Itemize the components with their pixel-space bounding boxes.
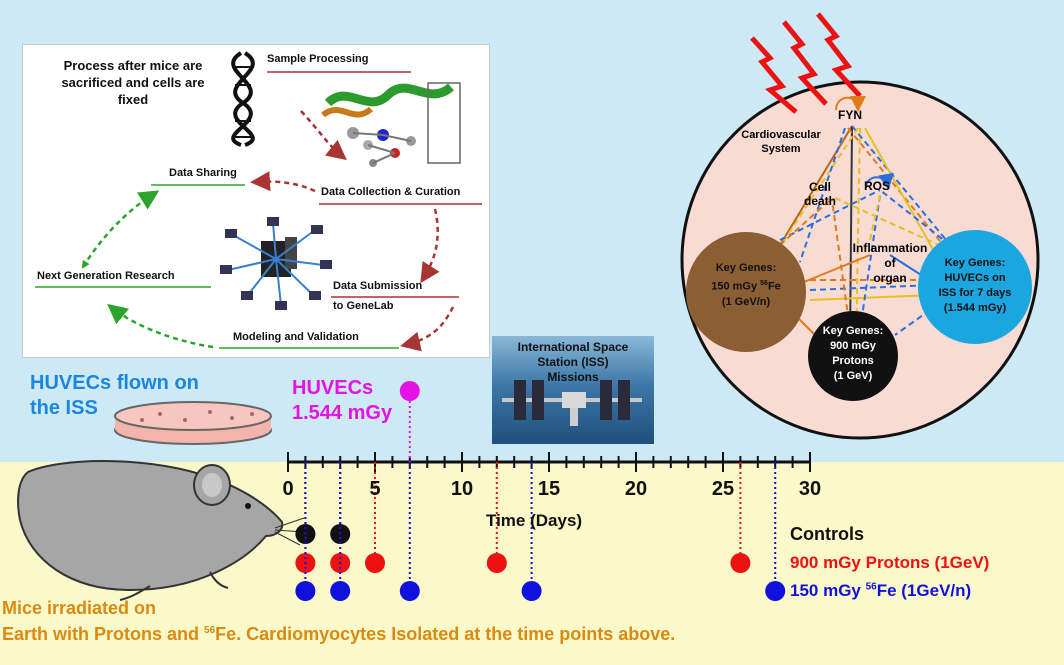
fe-point xyxy=(330,581,351,601)
timeline-tick-label: 5 xyxy=(369,478,381,500)
node-huvec-l1: Key Genes: xyxy=(944,257,1006,269)
huvec-point xyxy=(399,381,420,401)
iss-l1: International Space xyxy=(517,340,629,354)
step-data-submission-2: to GeneLab xyxy=(333,300,394,312)
timeline-xlabel: Time (Days) xyxy=(486,511,583,530)
huvec-iss-l2: the ISS xyxy=(30,397,98,419)
timeline-tick-label: 0 xyxy=(282,478,294,500)
huvec-iss-label: HUVECs flown on the ISS xyxy=(30,371,199,421)
proton-point xyxy=(486,553,507,573)
fyn-label: FYN xyxy=(838,108,862,122)
process-panel: Process after mice are sacrificed and ce… xyxy=(22,44,490,358)
timeline-tick-label: 25 xyxy=(711,478,735,500)
ros-label: ROS xyxy=(864,179,891,193)
node-huvec-l4: (1.544 mGy) xyxy=(943,302,1007,314)
node-fe-l1: Key Genes: xyxy=(715,262,777,274)
huvec-dose-l2: 1.544 mGy xyxy=(292,402,393,424)
legend-protons: 900 mGy Protons (1GeV) xyxy=(790,553,990,572)
node-protons-l3: Protons xyxy=(832,355,874,367)
huvec-iss-l1: HUVECs flown on xyxy=(30,372,199,394)
timeline-tick-label: 10 xyxy=(450,478,474,500)
step-data-submission: Data Submission xyxy=(333,280,423,292)
node-huvec-l2: HUVECs on xyxy=(944,272,1006,284)
cardio-label-2: System xyxy=(761,143,801,155)
node-fe-l2a: 150 mGy xyxy=(711,280,761,293)
iss-photo: International Space Station (ISS) Missio… xyxy=(492,336,654,444)
fe-point xyxy=(765,581,786,601)
process-title: Process after mice are sacrificed and ce… xyxy=(61,58,205,107)
fe-point xyxy=(399,581,420,601)
node-protons xyxy=(808,311,898,401)
iss-label: International Space Station (ISS) Missio… xyxy=(492,340,654,385)
node-fe-label: Key Genes: 150 mGy 56Fe (1 GeV/n) xyxy=(696,261,796,310)
huvec-dose-l1: HUVECs xyxy=(292,377,374,399)
timeline-tick-label: 15 xyxy=(537,478,561,500)
caption-line-1: Mice irradiated on xyxy=(2,598,157,618)
inflammation-2: organ xyxy=(873,271,907,285)
cell-death-1: Cell xyxy=(808,180,831,194)
huvec-dose-label: HUVECs 1.544 mGy xyxy=(292,376,392,426)
fe-point xyxy=(521,581,542,601)
node-protons-l2: 900 mGy xyxy=(830,340,876,352)
cell-death-2: death xyxy=(803,194,836,208)
iss-l3: Missions xyxy=(547,370,599,384)
fe-point xyxy=(295,581,316,601)
legend-controls: Controls xyxy=(790,524,864,544)
step-next-generation: Next Generation Research xyxy=(37,270,175,282)
caption-line-2: Earth with Protons and 56Fe. Cardiomyocy… xyxy=(2,624,675,645)
timeline-tick-label: 30 xyxy=(798,478,822,500)
node-protons-label: Key Genes: 900 mGy Protons (1 GeV) xyxy=(808,324,898,384)
node-huvec-l3: ISS for 7 days xyxy=(938,287,1012,299)
timeline-tick-label: 20 xyxy=(624,478,648,500)
proton-point xyxy=(730,553,751,573)
step-data-collection: Data Collection & Curation xyxy=(321,186,461,198)
node-huvec-label: Key Genes: HUVECs on ISS for 7 days (1.5… xyxy=(925,256,1025,316)
dna-helix-icon xyxy=(231,51,255,147)
node-protons-l1: Key Genes: xyxy=(822,325,884,337)
cardio-label-1: Cardiovascular xyxy=(741,129,821,141)
step-modeling: Modeling and Validation xyxy=(233,331,359,343)
legend-fe-b: Fe (1GeV/n) xyxy=(876,581,972,600)
node-fe-l2b: Fe xyxy=(767,280,781,293)
legend-fe: 150 mGy 56Fe (1GeV/n) xyxy=(790,581,971,601)
iss-l2: Station (ISS) xyxy=(537,355,609,369)
computer-network-icon xyxy=(220,217,332,310)
node-fe-sup: 56 xyxy=(760,280,768,287)
radiation-lightning-icon xyxy=(750,12,862,114)
legend-fe-a: 150 mGy xyxy=(790,581,866,600)
caption-l2sup: 56 xyxy=(204,625,216,636)
proton-point xyxy=(365,553,385,573)
step-data-sharing: Data Sharing xyxy=(169,167,237,179)
legend-fe-sup: 56 xyxy=(865,581,877,593)
node-huvec xyxy=(918,230,1032,344)
inflammation-1: Inflammation of xyxy=(852,241,928,270)
protein-structure-icon xyxy=(321,82,461,167)
caption-l2b: Fe. Cardiomyocytes Isolated at the time … xyxy=(215,624,676,644)
node-fe-l3: (1 GeV/n) xyxy=(721,295,771,308)
node-protons-l4: (1 GeV) xyxy=(833,370,873,382)
caption-l2a: Earth with Protons and xyxy=(2,624,205,644)
iss-station-icon xyxy=(502,380,642,426)
node-fe xyxy=(686,232,806,352)
step-sample-processing: Sample Processing xyxy=(267,53,369,65)
process-graphics xyxy=(35,51,482,352)
